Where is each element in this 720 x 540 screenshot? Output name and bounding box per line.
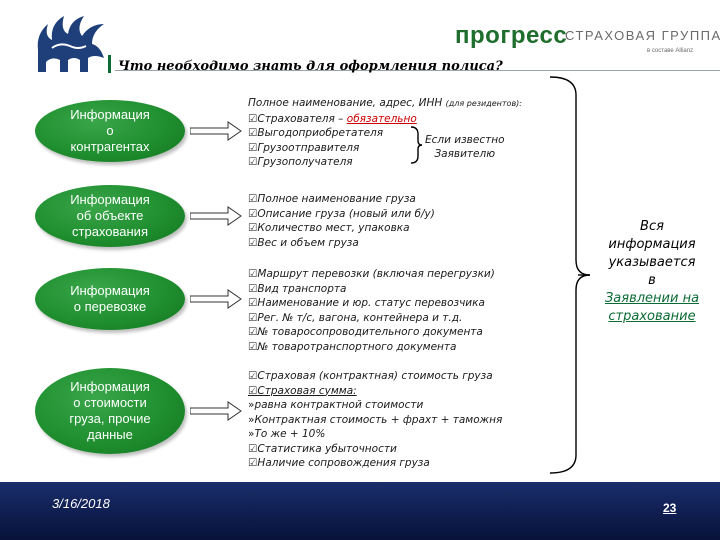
- object-details: Полное наименование груза Описание груза…: [248, 192, 435, 251]
- brace-note: Если известно Заявителю: [425, 133, 505, 161]
- brace-icon: [409, 126, 423, 169]
- summary-text: Вся информация указывается в Заявлении н…: [588, 218, 716, 326]
- category-label: Информация об объекте страхования: [70, 192, 150, 239]
- category-label: Информация о перевозке: [70, 283, 150, 314]
- list-item: Грузополучателя: [248, 155, 522, 170]
- page-title: Что необходимо знать для оформления поли…: [118, 59, 503, 74]
- summary-line: указывается: [608, 255, 696, 270]
- counterparty-intro: Полное наименование, адрес, ИНН: [248, 97, 443, 109]
- list-item: Количество мест, упаковка: [248, 221, 435, 236]
- brace-note-line1: Если известно: [425, 134, 505, 146]
- transport-details: Маршрут перевозки (включая перегрузки) В…: [248, 267, 495, 355]
- counterparty-details: Полное наименование, адрес, ИНН (для рез…: [248, 96, 522, 170]
- brace-note-line2: Заявителю: [434, 148, 496, 160]
- list-item: № товаротранспортного документа: [248, 340, 495, 355]
- category-counterparty: Информация о контрагентах: [35, 100, 185, 162]
- list-item: Статистика убыточности: [248, 442, 502, 457]
- list-item: Наименование и юр. статус перевозчика: [248, 296, 495, 311]
- list-item: Страхователя – обязательно: [248, 112, 522, 127]
- brand-subtitle: СТРАХОВАЯ ГРУППА: [565, 28, 720, 43]
- counterparty-intro-note: (для резидентов):: [445, 99, 522, 108]
- title-accent: [108, 55, 111, 73]
- list-item: Описание груза (новый или б/у): [248, 207, 434, 222]
- big-arrow-icon: [548, 75, 593, 480]
- header-divider: [115, 70, 720, 71]
- footer-bar: 3/16/2018 23: [0, 482, 720, 540]
- list-item: Страховая сумма:: [248, 384, 502, 399]
- brand-tagline: в составе Allianz: [647, 48, 694, 54]
- list-item: Вес и объем груза: [248, 236, 435, 251]
- category-label: Информация о контрагентах: [70, 107, 150, 154]
- footer-date: 3/16/2018: [52, 496, 110, 511]
- list-item: Маршрут перевозки (включая перегрузки): [248, 267, 494, 282]
- application-link[interactable]: Заявлении на: [604, 291, 700, 306]
- summary-line: Вся: [640, 219, 664, 234]
- list-item: Страховая (контрактная) стоимость груза: [248, 369, 502, 384]
- list-subitem: Контрактная стоимость + фрахт + таможня: [248, 413, 502, 428]
- required-note: обязательно: [346, 112, 417, 125]
- list-item: Полное наименование груза: [248, 192, 435, 207]
- list-subitem: То же + 10%: [248, 427, 502, 442]
- list-item: Выгодоприобретателя: [248, 126, 522, 141]
- application-link[interactable]: страхование: [608, 309, 696, 324]
- list-item: № товаросопроводительного документа: [248, 325, 495, 340]
- list-item: Наличие сопровождения груза: [248, 456, 502, 471]
- category-label: Информация о стоимости груза, прочие дан…: [69, 379, 151, 442]
- category-object: Информация об объекте страхования: [35, 185, 185, 247]
- category-transport: Информация о перевозке: [35, 268, 185, 330]
- list-subitem: равна контрактной стоимости: [248, 398, 502, 413]
- summary-line: информация: [608, 237, 696, 252]
- brand-name: прогресс: [455, 22, 568, 49]
- griffin-logo-icon: [30, 10, 110, 80]
- list-item: Вид транспорта: [248, 282, 495, 297]
- list-item: Рег. № т/с, вагона, контейнера и т.д.: [248, 311, 495, 326]
- brand-logo: прогресс СТРАХОВАЯ ГРУППА в составе Alli…: [447, 18, 720, 68]
- page-number[interactable]: 23: [663, 501, 677, 515]
- category-value: Информация о стоимости груза, прочие дан…: [35, 368, 185, 454]
- summary-line: в: [648, 273, 656, 288]
- value-details: Страховая (контрактная) стоимость груза …: [248, 369, 502, 471]
- list-item: Грузоотправителя: [248, 141, 522, 156]
